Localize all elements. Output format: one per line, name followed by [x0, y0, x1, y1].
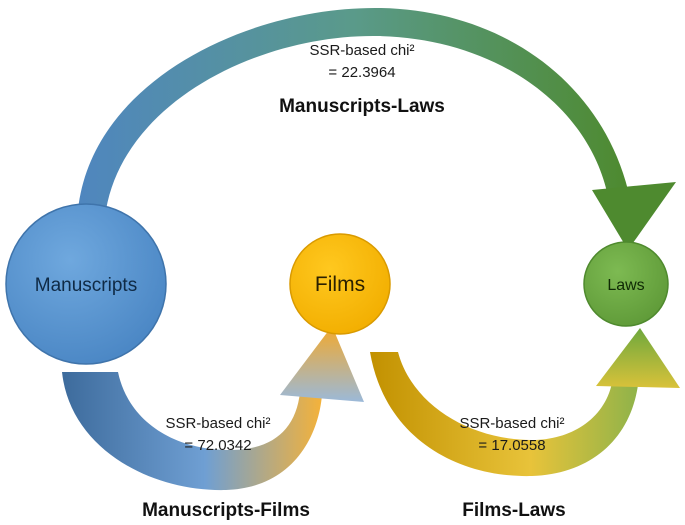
arrow-manuscripts-films-head: [280, 326, 364, 402]
stat-manuscripts-laws: SSR-based chi² = 22.3964: [309, 42, 414, 81]
title-films-laws: Films-Laws: [462, 500, 565, 521]
stat-manuscripts-films: SSR-based chi² = 72.0342: [165, 415, 270, 454]
stat-manuscripts-films-value: = 72.0342: [184, 437, 251, 454]
node-films: Films: [289, 233, 391, 335]
stat-films-laws: SSR-based chi² = 17.0558: [459, 415, 564, 454]
stat-films-laws-label: SSR-based chi²: [459, 415, 564, 432]
node-laws: Laws: [583, 241, 669, 327]
stat-manuscripts-laws-label: SSR-based chi²: [309, 42, 414, 59]
stat-manuscripts-films-label: SSR-based chi²: [165, 415, 270, 432]
arrow-manuscripts-films-body: [62, 372, 322, 491]
arrow-films-laws-body: [370, 352, 638, 477]
title-manuscripts-laws: Manuscripts-Laws: [279, 96, 445, 117]
stat-manuscripts-laws-value: = 22.3964: [328, 64, 395, 81]
arrow-manuscripts-laws-body: [78, 7, 628, 210]
stat-films-laws-value: = 17.0558: [478, 437, 545, 454]
arrow-manuscripts-laws-head: [592, 182, 676, 250]
title-manuscripts-films: Manuscripts-Films: [142, 500, 310, 521]
node-films-label: Films: [315, 273, 365, 296]
node-films-circle: [289, 233, 391, 335]
node-manuscripts-circle: [5, 203, 167, 365]
node-manuscripts: Manuscripts: [5, 203, 167, 365]
node-laws-circle: [583, 241, 669, 327]
arrow-manuscripts-films: [62, 326, 364, 491]
node-laws-label: Laws: [607, 277, 644, 294]
arrow-films-laws-head: [596, 328, 680, 388]
arrow-films-laws: [370, 328, 680, 477]
arrow-manuscripts-laws: [78, 7, 676, 250]
node-manuscripts-label: Manuscripts: [35, 275, 137, 296]
